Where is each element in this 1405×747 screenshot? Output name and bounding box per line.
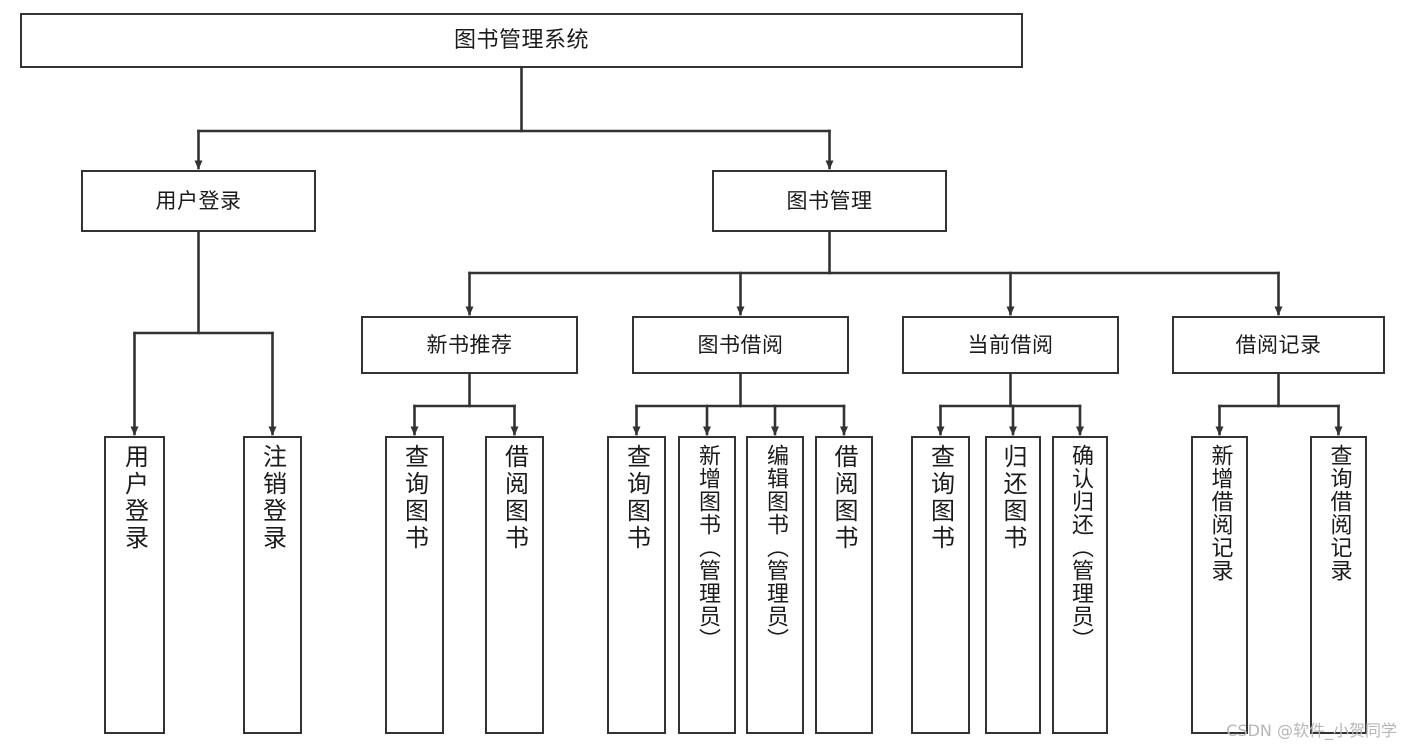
node-leaf-cur-query[interactable]: 查询图书: [911, 436, 970, 734]
node-label: 图书管理: [786, 188, 873, 213]
watermark-text: CSDN @软件_小贺同学: [1226, 721, 1397, 740]
node-label: 新增借阅记录: [1207, 444, 1233, 582]
node-leaf-user-logout[interactable]: 注销登录: [243, 436, 302, 734]
node-label: 图书借阅: [697, 332, 784, 357]
connector-lines: [130, 66, 1343, 436]
node-leaf-rec-query[interactable]: 查询借阅记录: [1310, 436, 1367, 734]
node-leaf-rec-add[interactable]: 新增借阅记录: [1191, 436, 1248, 734]
node-records[interactable]: 借阅记录: [1172, 316, 1385, 374]
node-leaf-bw-borrow[interactable]: 借阅图书: [815, 436, 873, 734]
node-label: 编辑图书（管理员）: [763, 444, 788, 651]
node-current[interactable]: 当前借阅: [902, 316, 1119, 374]
node-leaf-nb-borrow[interactable]: 借阅图书: [485, 436, 544, 734]
node-label: 注销登录: [258, 444, 287, 552]
node-label: 查询借阅记录: [1326, 444, 1352, 582]
node-bookmgmt[interactable]: 图书管理: [712, 170, 947, 232]
node-leaf-bw-edit[interactable]: 编辑图书（管理员）: [746, 436, 804, 734]
node-label: 当前借阅: [967, 332, 1054, 357]
node-newbooks[interactable]: 新书推荐: [361, 316, 578, 374]
node-label: 借阅图书: [830, 444, 858, 552]
node-leaf-bw-query[interactable]: 查询图书: [607, 436, 666, 734]
node-label: 借阅记录: [1235, 332, 1322, 357]
node-root[interactable]: 图书管理系统: [20, 13, 1023, 68]
node-label: 借阅图书: [500, 444, 529, 552]
node-label: 归还图书: [999, 444, 1027, 552]
node-label: 用户登录: [155, 188, 242, 213]
node-label: 查询图书: [400, 444, 429, 552]
node-leaf-nb-query[interactable]: 查询图书: [385, 436, 444, 734]
node-label: 用户登录: [120, 444, 149, 552]
node-label: 查询图书: [926, 444, 955, 552]
node-leaf-bw-add[interactable]: 新增图书（管理员）: [678, 436, 736, 734]
node-login[interactable]: 用户登录: [81, 170, 316, 232]
node-borrow[interactable]: 图书借阅: [632, 316, 849, 374]
node-label: 确认归还（管理员）: [1068, 444, 1093, 651]
node-leaf-user-login[interactable]: 用户登录: [104, 436, 165, 734]
node-leaf-cur-confirm[interactable]: 确认归还（管理员）: [1052, 436, 1108, 734]
node-label: 新书推荐: [426, 332, 513, 357]
node-label: 图书管理系统: [453, 27, 589, 53]
node-leaf-cur-return[interactable]: 归还图书: [985, 436, 1041, 734]
node-label: 新增图书（管理员）: [695, 444, 720, 651]
node-label: 查询图书: [622, 444, 651, 552]
